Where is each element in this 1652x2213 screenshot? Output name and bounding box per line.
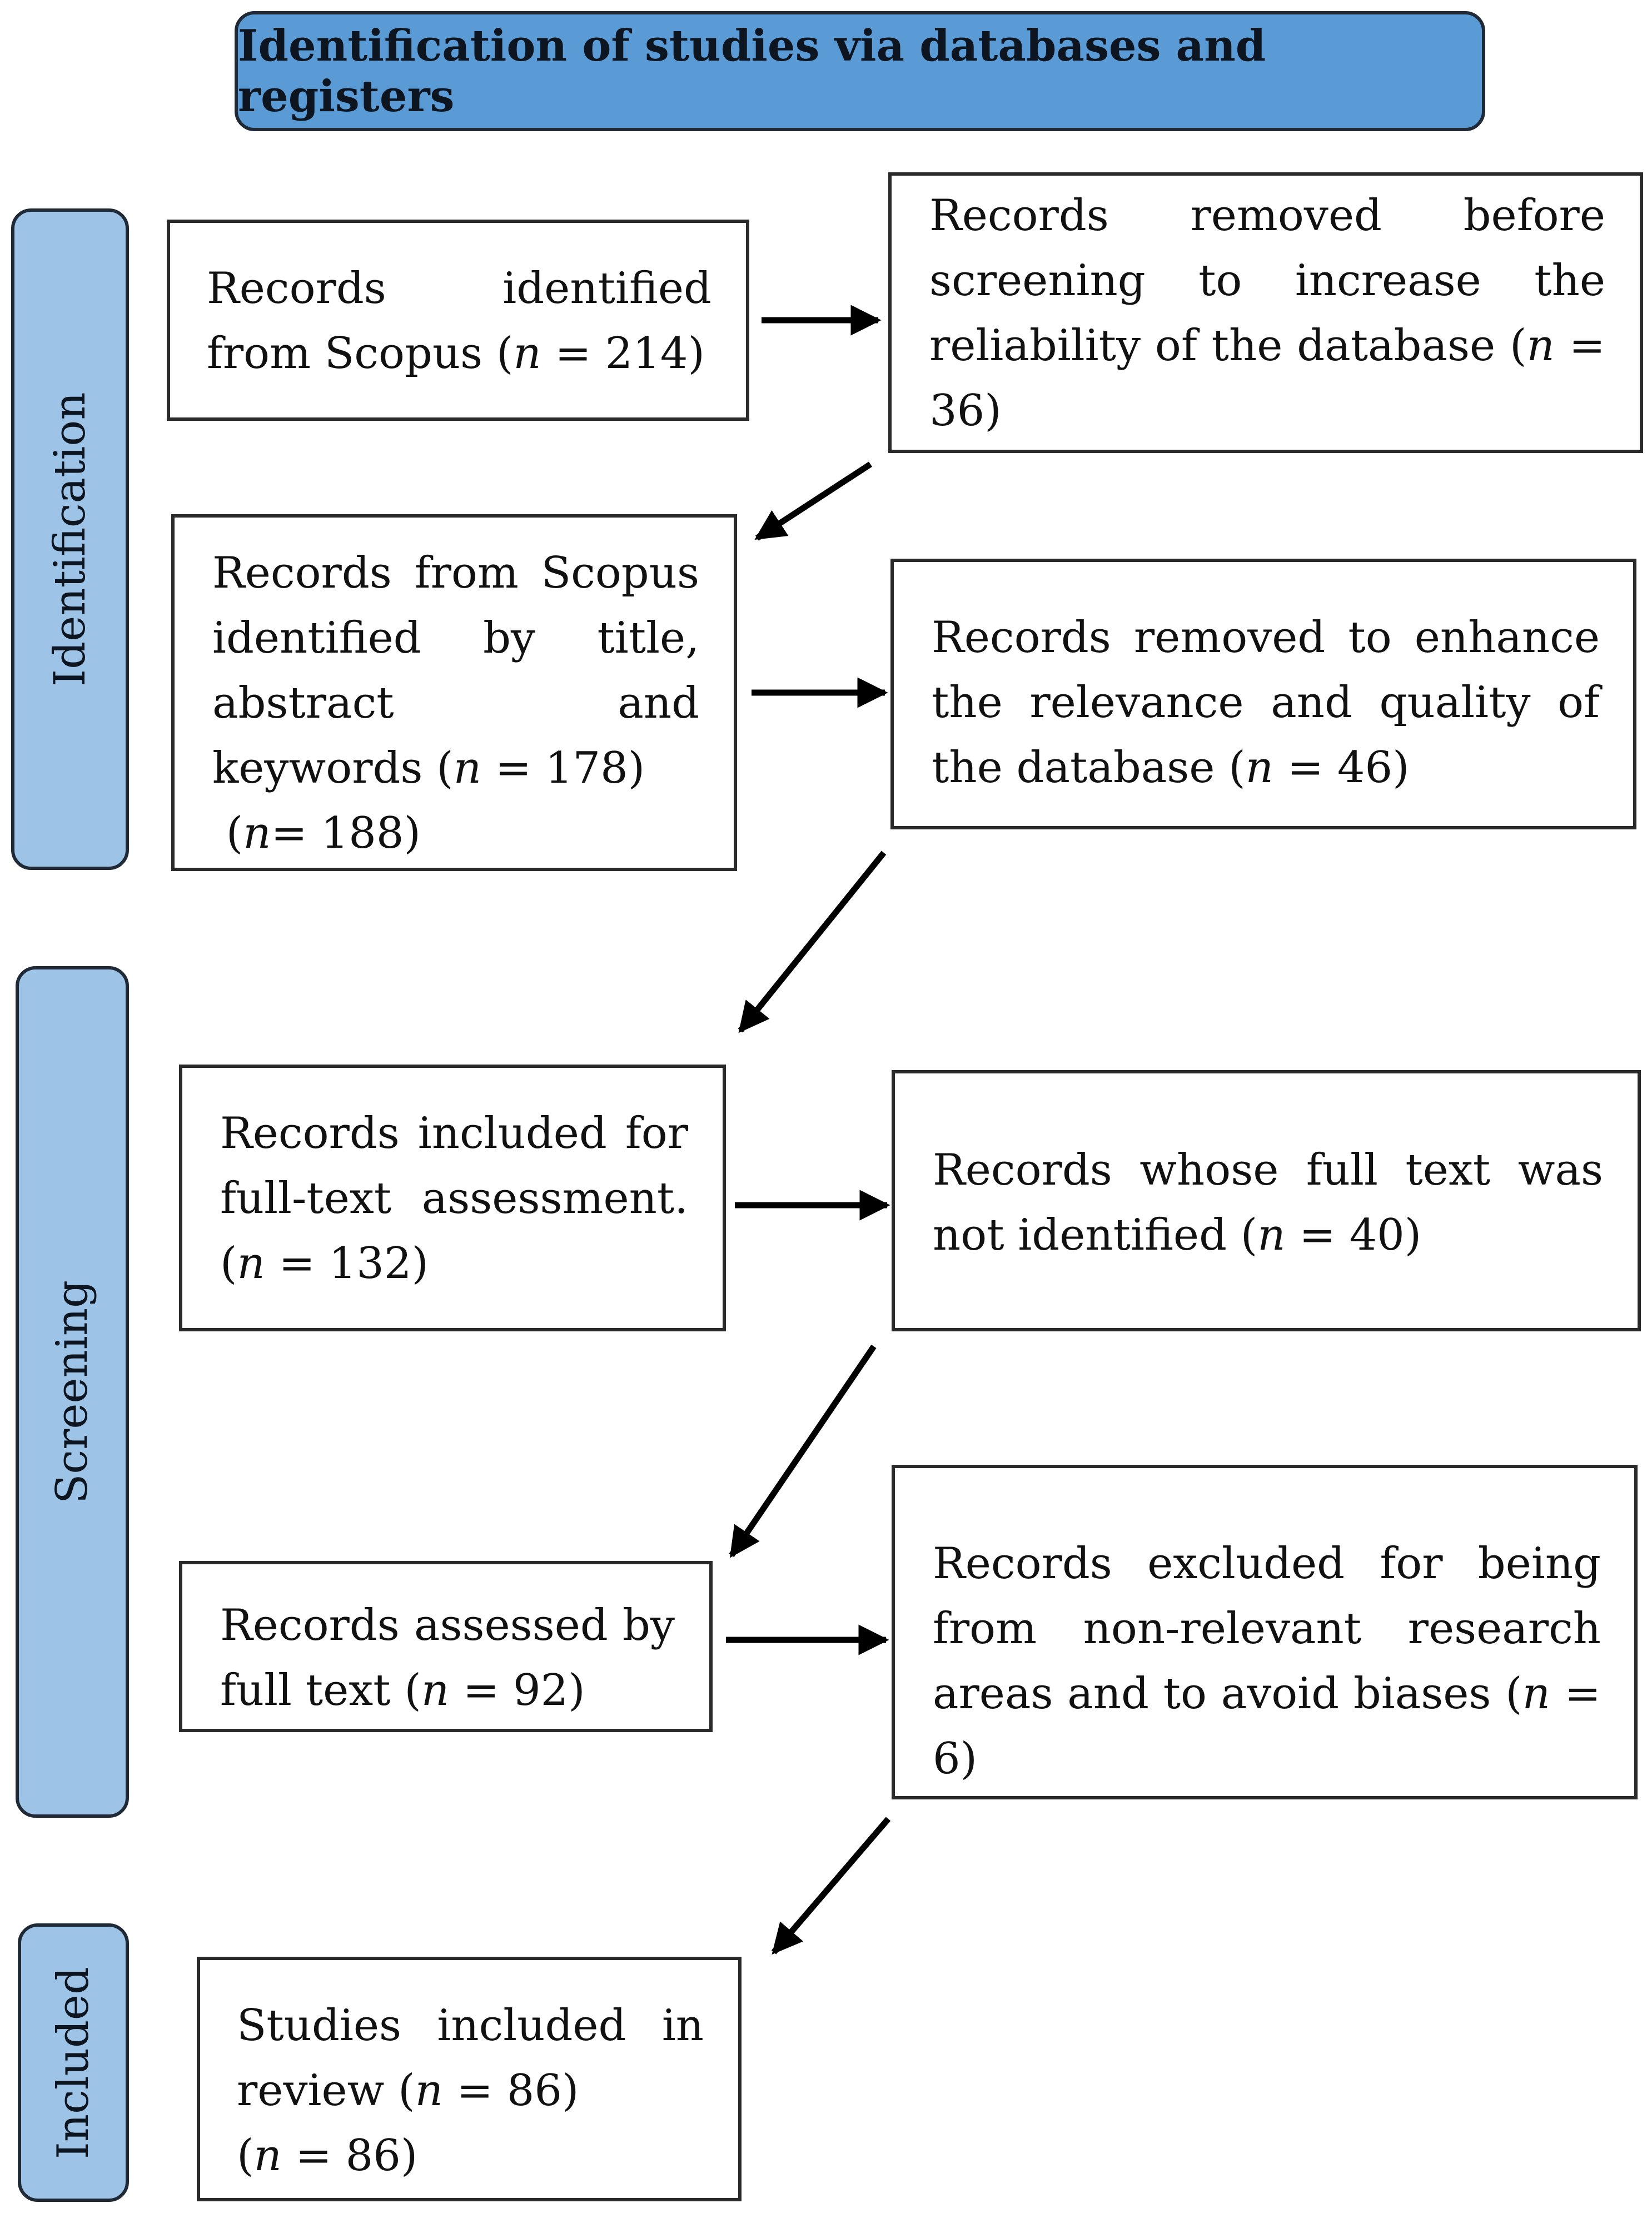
n-label: n bbox=[1245, 743, 1273, 793]
n-label: n bbox=[453, 743, 481, 793]
extra-open: ( bbox=[212, 808, 243, 858]
extra-n-label: n bbox=[253, 2131, 282, 2181]
box-text: Studies included in review ( bbox=[237, 2001, 704, 2116]
box-text: Records excluded for being from non-rele… bbox=[933, 1539, 1601, 1719]
box-text: Records assessed by full text ( bbox=[220, 1600, 675, 1715]
arrow-excluded-to-included bbox=[771, 1817, 891, 1955]
box-text: Records whose full text was not identifi… bbox=[933, 1145, 1603, 1260]
box-text: Records removed before screening to incr… bbox=[929, 191, 1605, 371]
box-title-abstract-keywords: Records from Scopus identified by title,… bbox=[171, 514, 737, 871]
box-full-text-assessment: Records included for full-text assessmen… bbox=[179, 1065, 726, 1331]
n-label: n bbox=[513, 329, 541, 379]
extra-n-value: = 188) bbox=[271, 808, 421, 858]
stage-identification: Identification bbox=[11, 208, 129, 870]
extra-open: ( bbox=[237, 2131, 254, 2181]
box-included-review: Studies included in review (n = 86) (n =… bbox=[197, 1957, 742, 2201]
n-label: n bbox=[237, 1239, 265, 1289]
arrow-removed-to-title bbox=[754, 461, 873, 541]
n-value: = 92) bbox=[449, 1665, 585, 1715]
box-text: Records removed to enhance the relevance… bbox=[932, 613, 1600, 793]
header-title: Identification of studies via databases … bbox=[238, 21, 1266, 122]
extra-n-label: n bbox=[243, 808, 271, 858]
n-value: = 86) bbox=[442, 2066, 579, 2116]
stage-screening: Screening bbox=[16, 966, 129, 1818]
box-scopus-identified: Records identified from Scopus (n = 214) bbox=[167, 220, 749, 421]
arrow-relevance-to-fulltext bbox=[738, 851, 887, 1033]
n-value: = 36) bbox=[929, 321, 1605, 436]
n-label: n bbox=[415, 2066, 443, 2116]
box-removed-relevance: Records removed to enhance the relevance… bbox=[890, 559, 1636, 829]
box-text: Records identified from Scopus ( bbox=[207, 263, 711, 379]
n-label: n bbox=[1522, 1669, 1550, 1719]
n-value: = 46) bbox=[1273, 743, 1410, 793]
n-label: n bbox=[1257, 1210, 1286, 1260]
box-excluded-non-relevant: Records excluded for being from non-rele… bbox=[892, 1465, 1638, 1799]
stage-included: Included bbox=[18, 1923, 129, 2202]
n-value: = 40) bbox=[1285, 1210, 1422, 1260]
header-banner: Identification of studies via databases … bbox=[235, 11, 1485, 131]
n-value: = 6) bbox=[933, 1669, 1601, 1784]
extra-n-value: = 86) bbox=[281, 2131, 418, 2181]
n-value: = 214) bbox=[541, 329, 705, 379]
box-full-text-not-identified: Records whose full text was not identifi… bbox=[892, 1070, 1641, 1331]
n-value: = 178) bbox=[481, 743, 645, 793]
n-label: n bbox=[421, 1665, 450, 1715]
arrow-notidentified-to-assessed bbox=[729, 1344, 877, 1558]
box-removed-before-screening: Records removed before screening to incr… bbox=[888, 172, 1643, 453]
n-label: n bbox=[1526, 321, 1555, 371]
box-assessed-full-text: Records assessed by full text (n = 92) bbox=[179, 1561, 713, 1732]
box-text: Records included for full-text assessmen… bbox=[220, 1108, 688, 1289]
n-value: = 132) bbox=[265, 1239, 429, 1289]
box-text: Records from Scopus identified by title,… bbox=[212, 548, 699, 793]
